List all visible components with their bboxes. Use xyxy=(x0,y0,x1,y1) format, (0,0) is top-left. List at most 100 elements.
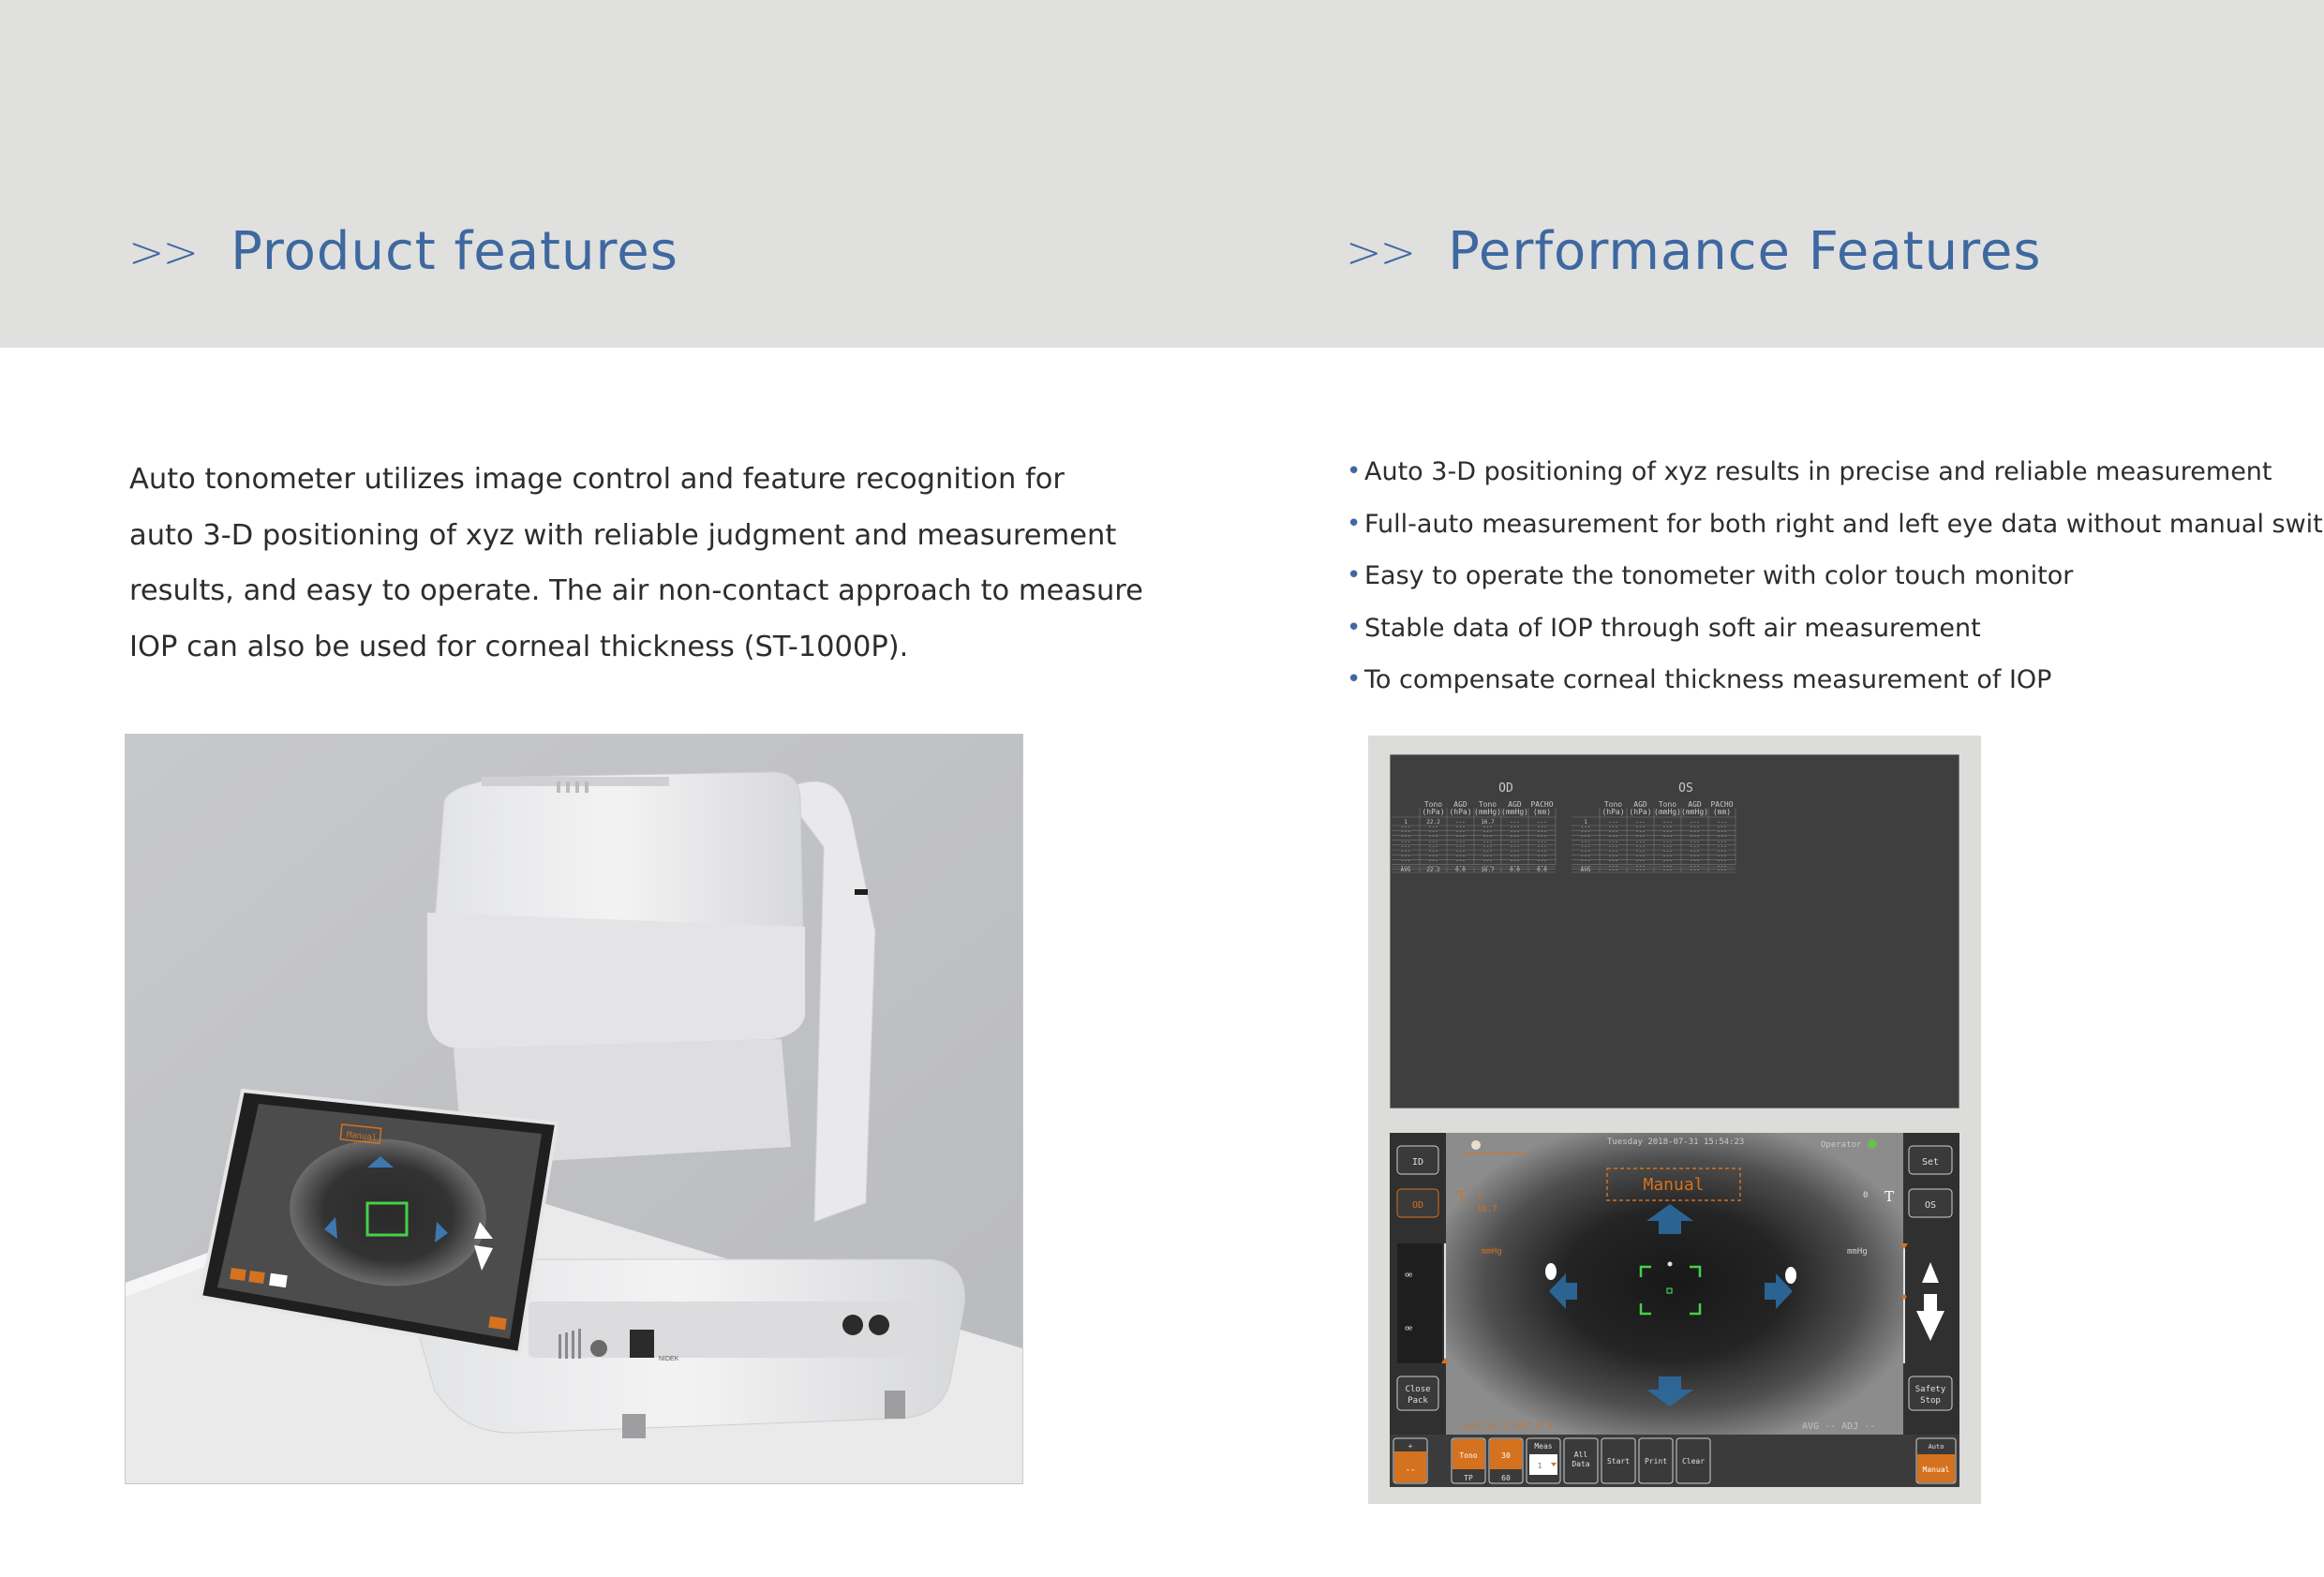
all-data-button[interactable]: All Data xyxy=(1563,1437,1599,1484)
table-cell: --- xyxy=(1537,824,1547,830)
od-button[interactable]: OD xyxy=(1396,1188,1439,1218)
table-cell: --- xyxy=(1428,843,1438,850)
row-index: --- xyxy=(1581,853,1591,859)
column-header: (hPa) xyxy=(1601,808,1624,816)
start-button[interactable]: Start xyxy=(1601,1437,1636,1484)
column-header: AGD xyxy=(1508,800,1522,809)
table-cell: --- xyxy=(1635,863,1646,870)
section-title: Performance Features xyxy=(1448,221,2042,282)
pressure-30-60-button[interactable]: 30 60 xyxy=(1488,1437,1524,1484)
table-cell: --- xyxy=(1537,858,1547,865)
avg-cell: --- xyxy=(1635,867,1646,873)
adjust-plus-minus-button[interactable]: + -- xyxy=(1393,1437,1428,1484)
table-cell: --- xyxy=(1717,839,1727,845)
move-down-arrow-icon[interactable] xyxy=(1646,1376,1693,1406)
feature-item: •Easy to operate the tonometer with colo… xyxy=(1347,561,2324,614)
table-cell: --- xyxy=(1455,839,1466,845)
feature-item: •Stable data of IOP through soft air mea… xyxy=(1347,614,2324,666)
table-cell: --- xyxy=(1510,858,1520,865)
safety-stop-button[interactable]: Safety Stop xyxy=(1908,1376,1953,1411)
column-header: AGD xyxy=(1453,800,1467,809)
feature-list: •Auto 3-D positioning of xyz results in … xyxy=(1347,457,2324,718)
table-cell: --- xyxy=(1690,848,1700,855)
svg-text:Set: Set xyxy=(1922,1157,1939,1168)
table-cell: --- xyxy=(1537,843,1547,850)
move-right-arrow-icon[interactable] xyxy=(1765,1273,1793,1309)
table-cell: --- xyxy=(1455,824,1466,830)
avg-cell: 16.7 xyxy=(1481,867,1495,873)
set-button[interactable]: Set xyxy=(1908,1145,1953,1175)
row-index: --- xyxy=(1401,824,1411,830)
unit-label: mmHg xyxy=(1847,1247,1868,1257)
tablet-mode-label: Manual xyxy=(346,1131,377,1143)
intro-line: results, and easy to operate. The air no… xyxy=(129,574,1143,607)
os-button[interactable]: OS xyxy=(1908,1188,1953,1218)
table-cell: --- xyxy=(1635,858,1646,865)
column-header: (mm) xyxy=(1713,808,1731,816)
svg-text:Start: Start xyxy=(1607,1457,1630,1465)
face-down-icon[interactable]: ꟹ xyxy=(1405,1324,1412,1338)
table-cell: --- xyxy=(1428,863,1438,870)
table-cell: --- xyxy=(1635,828,1646,835)
print-button[interactable]: Print xyxy=(1638,1437,1674,1484)
alignment-reticle xyxy=(1639,1265,1702,1316)
table-cell: 22.2 xyxy=(1426,819,1440,826)
table-cell: --- xyxy=(1608,853,1618,859)
table-cell: --- xyxy=(1537,828,1547,835)
clear-button[interactable]: Clear xyxy=(1676,1437,1711,1484)
move-up-arrow-icon[interactable] xyxy=(1646,1204,1693,1234)
od-count: 1 xyxy=(1477,1191,1482,1200)
row-index: --- xyxy=(1401,839,1411,845)
table-cell: --- xyxy=(1635,834,1646,841)
table-cell: --- xyxy=(1717,834,1727,841)
measurement-screen: Tuesday 2018-07-31 15:54:23 Operator Man… xyxy=(1390,1133,1959,1487)
table-cell: --- xyxy=(1455,819,1466,826)
table-cell: --- xyxy=(1510,824,1520,830)
table-cell: --- xyxy=(1455,863,1466,870)
os-count: 0 xyxy=(1863,1191,1868,1200)
tono-tp-button[interactable]: Tono TP xyxy=(1451,1437,1486,1484)
feature-text: To compensate corneal thickness measurem… xyxy=(1364,665,2052,694)
row-index: --- xyxy=(1401,858,1411,865)
move-down-icon[interactable] xyxy=(1916,1294,1944,1341)
table-cell: --- xyxy=(1455,848,1466,855)
bullet-icon: • xyxy=(1347,613,1362,642)
svg-text:Close: Close xyxy=(1405,1385,1430,1394)
table-cell: --- xyxy=(1690,863,1700,870)
move-left-arrow-icon[interactable] xyxy=(1549,1273,1577,1309)
corneal-reflection xyxy=(1545,1263,1557,1280)
table-cell: --- xyxy=(1482,858,1493,865)
close-pack-button[interactable]: Close Pack xyxy=(1396,1376,1439,1411)
avg-cell: 22.2 xyxy=(1426,867,1440,873)
table-cell: --- xyxy=(1455,843,1466,850)
meas-count-select[interactable]: Meas 1 xyxy=(1526,1437,1561,1484)
chevron-down-icon xyxy=(1551,1463,1557,1466)
table-cell: --- xyxy=(1608,843,1618,850)
table-cell: --- xyxy=(1608,858,1618,865)
column-header: Tono xyxy=(1659,800,1676,809)
row-index: --- xyxy=(1581,824,1591,830)
table-cell: --- xyxy=(1717,824,1727,830)
row-index: --- xyxy=(1581,843,1591,850)
table-cell: --- xyxy=(1635,848,1646,855)
table-cell: --- xyxy=(1608,819,1618,826)
move-up-icon[interactable] xyxy=(1922,1262,1939,1283)
feature-text: Easy to operate the tonometer with color… xyxy=(1364,561,2074,590)
table-cell: --- xyxy=(1482,848,1493,855)
column-header: AGD xyxy=(1633,800,1647,809)
table-cell: --- xyxy=(1537,834,1547,841)
column-header: Tono xyxy=(1479,800,1497,809)
table-cell: --- xyxy=(1428,834,1438,841)
bullet-icon: • xyxy=(1347,457,1362,485)
face-up-icon[interactable]: ꟹ xyxy=(1405,1271,1412,1285)
table-cell: --- xyxy=(1537,819,1547,826)
table-cell: --- xyxy=(1482,834,1493,841)
auto-manual-toggle[interactable]: Auto Manual xyxy=(1915,1437,1957,1484)
tonometer-illustration: NIDEK Manual xyxy=(126,735,1022,1483)
table-cell: --- xyxy=(1455,828,1466,835)
feature-item: •To compensate corneal thickness measure… xyxy=(1347,665,2324,718)
avg-cell: 0.0 xyxy=(1455,867,1466,873)
id-button[interactable]: ID xyxy=(1396,1145,1439,1175)
feature-text: Auto 3-D positioning of xyz results in p… xyxy=(1364,457,2272,486)
svg-text:All: All xyxy=(1574,1451,1588,1459)
